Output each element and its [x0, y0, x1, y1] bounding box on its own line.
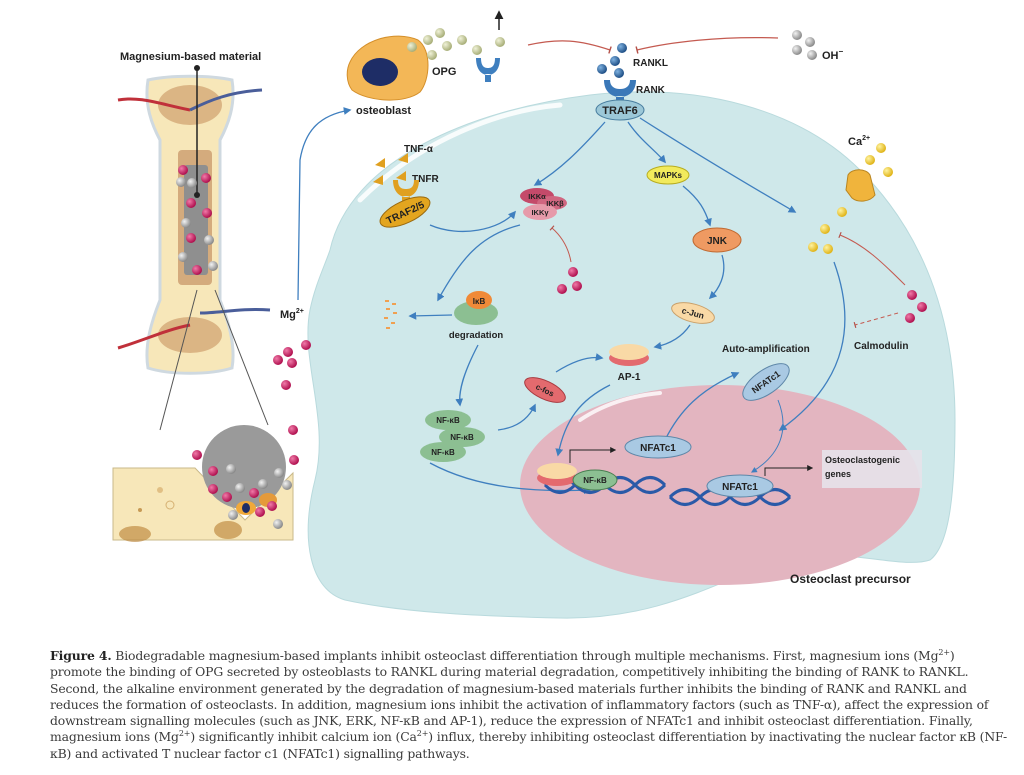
osteoclast-precursor-label: Osteoclast precursor: [790, 572, 911, 586]
ikb-label: IκB: [473, 297, 486, 306]
caption-text-3: ) significantly inhibit calcium ion (Ca: [190, 729, 417, 745]
tnf-alpha-molecules: [373, 153, 408, 185]
figure-number: Figure 4.: [50, 648, 112, 663]
tnfr-receptor-icon: [393, 180, 419, 204]
ikk-complex: IKKα IKKβ IKKγ: [520, 188, 567, 220]
ca-ion-label: Ca2+: [848, 135, 870, 148]
mg-ions-released: [273, 340, 311, 465]
mg-ion-label: Mg2+: [280, 308, 304, 321]
degradation-label: degradation: [449, 330, 504, 341]
ikka-label: IKKα: [528, 192, 546, 201]
ikkg-label: IKKγ: [531, 208, 549, 217]
ap1-complex: [609, 344, 649, 366]
opg-molecules: [407, 28, 505, 60]
traf6-label: TRAF6: [602, 105, 637, 117]
genes-label: genes: [825, 469, 851, 479]
nfatc1-nucleus-label: NFATc1: [640, 443, 676, 454]
auto-amplification-label: Auto-amplification: [722, 344, 810, 355]
svg-text:NF-κB: NF-κB: [436, 416, 460, 425]
rankl-molecules: [597, 43, 627, 78]
ca-channel-icon: [845, 169, 876, 202]
mapks-label: MAPKs: [654, 171, 683, 180]
tnfr-label: TNFR: [412, 174, 439, 185]
tnf-alpha-label: TNF-α: [404, 144, 434, 155]
caption-sup-2: 2+: [178, 729, 191, 739]
implant-detail: [112, 425, 294, 542]
bone-ions: [176, 165, 218, 275]
osteoclastogenic-label: Osteoclastogenic: [825, 455, 900, 465]
caption-sup-3: 2+: [416, 729, 429, 739]
nfatc1-dna-label: NFATc1: [722, 482, 758, 493]
ikkb-label: IKKβ: [546, 199, 564, 208]
hydroxide-ions: [792, 30, 817, 60]
rank-label: RANK: [636, 85, 666, 96]
ap1-dna-bound: [537, 463, 577, 486]
calmodulin-label: Calmodulin: [854, 341, 908, 352]
ap1-label: AP-1: [618, 372, 641, 383]
nfkb-dna-label: NF-κB: [583, 476, 607, 485]
bone-illustration: [117, 65, 271, 431]
degraded-fragments: [384, 300, 397, 329]
svg-text:NF-κB: NF-κB: [450, 433, 474, 442]
caption-text-1: Biodegradable magnesium-based implants i…: [111, 648, 939, 663]
caption-text-2: ) promote the binding of OPG secreted by…: [50, 648, 989, 745]
osteoblast-cell: [346, 35, 429, 101]
opg-label: OPG: [432, 66, 456, 78]
caption-text-4: ) influx, thereby inhibiting osteoclast …: [50, 729, 1007, 761]
opg-receptor-icon: [476, 58, 500, 82]
osteoblast-label: osteoblast: [356, 105, 411, 117]
mg-ions-calmodulin: [905, 290, 927, 323]
oh-label: OH−: [822, 47, 844, 62]
rankl-label: RANKL: [633, 58, 668, 69]
jnk-label: JNK: [707, 236, 728, 247]
figure-caption: Figure 4. Biodegradable magnesium-based …: [50, 648, 1010, 762]
mechanism-figure: Mg2+ osteoblast OPG RANKL RANK TRAF6 OH−…: [112, 10, 956, 619]
rank-receptor-icon: [604, 80, 636, 104]
magnesium-material-label: Magnesium-based material: [120, 51, 261, 63]
nfkb-stack: NF-κB NF-κB NF-κB: [420, 410, 485, 462]
svg-text:NF-κB: NF-κB: [431, 448, 455, 457]
caption-sup-1: 2+: [938, 647, 950, 657]
mg-ions-ikk: [557, 267, 582, 294]
